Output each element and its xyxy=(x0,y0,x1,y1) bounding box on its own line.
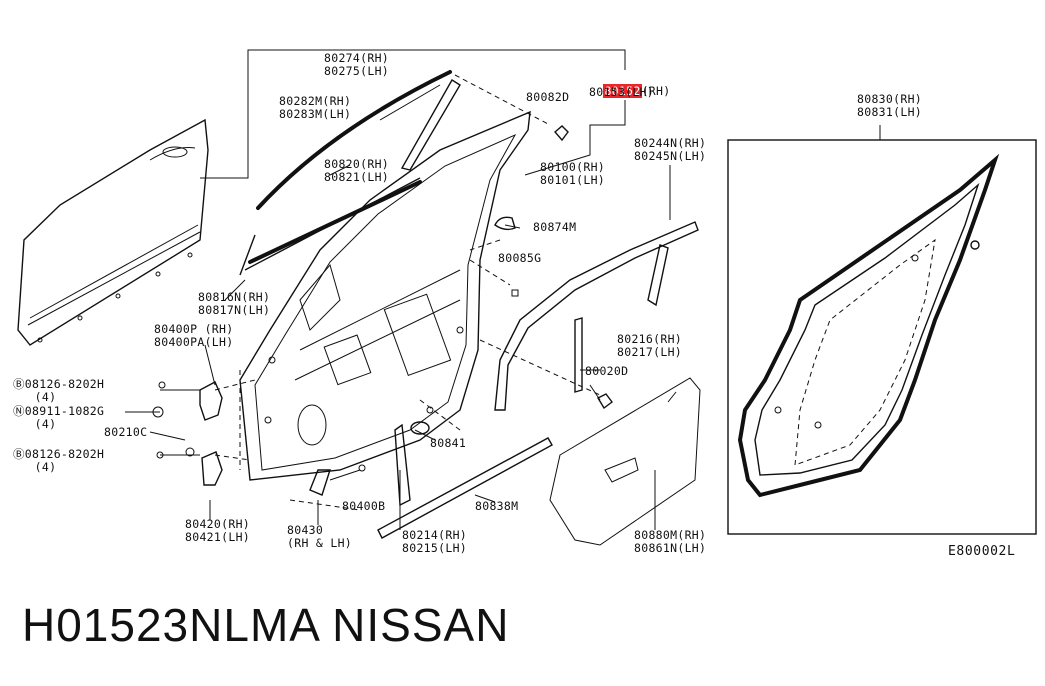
label-08126-bottom: Ⓑ08126-8202H (4) xyxy=(13,447,105,474)
check-link xyxy=(309,464,366,496)
weatherstrip-box xyxy=(727,139,1037,535)
label-80430: 80430 (RH & LH) xyxy=(287,523,353,550)
label-80244n: 80244N(RH) 80245N(LH) xyxy=(634,136,707,163)
label-80420: 80420(RH) 80421(LH) xyxy=(185,517,251,544)
label-80210c: 80210C xyxy=(104,425,148,439)
label-80153: 80153(LH) xyxy=(589,85,655,99)
label-08911: Ⓝ08911-1082G (4) xyxy=(13,404,105,431)
weatherstrip-80244n xyxy=(494,221,699,411)
label-80152-suffix: (RH) xyxy=(641,84,671,98)
seal-screen-80880m xyxy=(549,377,701,546)
drawing-id: E800002L xyxy=(948,544,1016,559)
clips xyxy=(494,125,613,410)
sash-trim xyxy=(647,244,669,307)
label-80152: 80152(RH) xyxy=(589,72,670,98)
label-80830: 80830(RH) 80831(LH) xyxy=(857,92,923,119)
plug-80841 xyxy=(410,421,430,435)
door-outer-panel xyxy=(17,118,209,346)
upper-moldings xyxy=(239,70,461,276)
label-80838m: 80838M xyxy=(475,499,519,513)
label-80880m: 80880M(RH) 80861N(LH) xyxy=(634,528,707,555)
label-80816n: 80816N(RH) 80817N(LH) xyxy=(198,290,271,317)
leader-lines xyxy=(125,49,881,530)
label-80085g: 80085G xyxy=(498,251,542,265)
lower-moldings xyxy=(377,423,553,539)
label-80282m: 80282M(RH) 80283M(LH) xyxy=(279,94,352,121)
label-80274: 80274(RH) 80275(LH) xyxy=(324,51,390,78)
label-80216: 80216(RH) 80217(LH) xyxy=(617,332,683,359)
glass-run-80216 xyxy=(574,317,583,393)
assembly-dashed-lines xyxy=(214,74,601,511)
label-80820: 80820(RH) 80821(LH) xyxy=(324,157,390,184)
label-80100: 80100(RH) 80101(LH) xyxy=(540,160,606,187)
label-80874m: 80874M xyxy=(533,220,577,234)
label-80400b: 80400B xyxy=(342,499,386,513)
hinges xyxy=(152,381,223,486)
label-80152-code: 80152 xyxy=(603,84,642,98)
label-08126-top: Ⓑ08126-8202H (4) xyxy=(13,377,105,404)
label-80082d: 80082D xyxy=(526,90,570,104)
label-80214: 80214(RH) 80215(LH) xyxy=(402,528,468,555)
door-inner-frame xyxy=(239,110,531,481)
part-caption: H01523NLMA NISSAN xyxy=(22,599,510,651)
label-80020d: 80020D xyxy=(585,364,629,378)
label-80400p: 80400P (RH) 80400PA(LH) xyxy=(154,322,234,349)
label-80841: 80841 xyxy=(430,436,467,450)
